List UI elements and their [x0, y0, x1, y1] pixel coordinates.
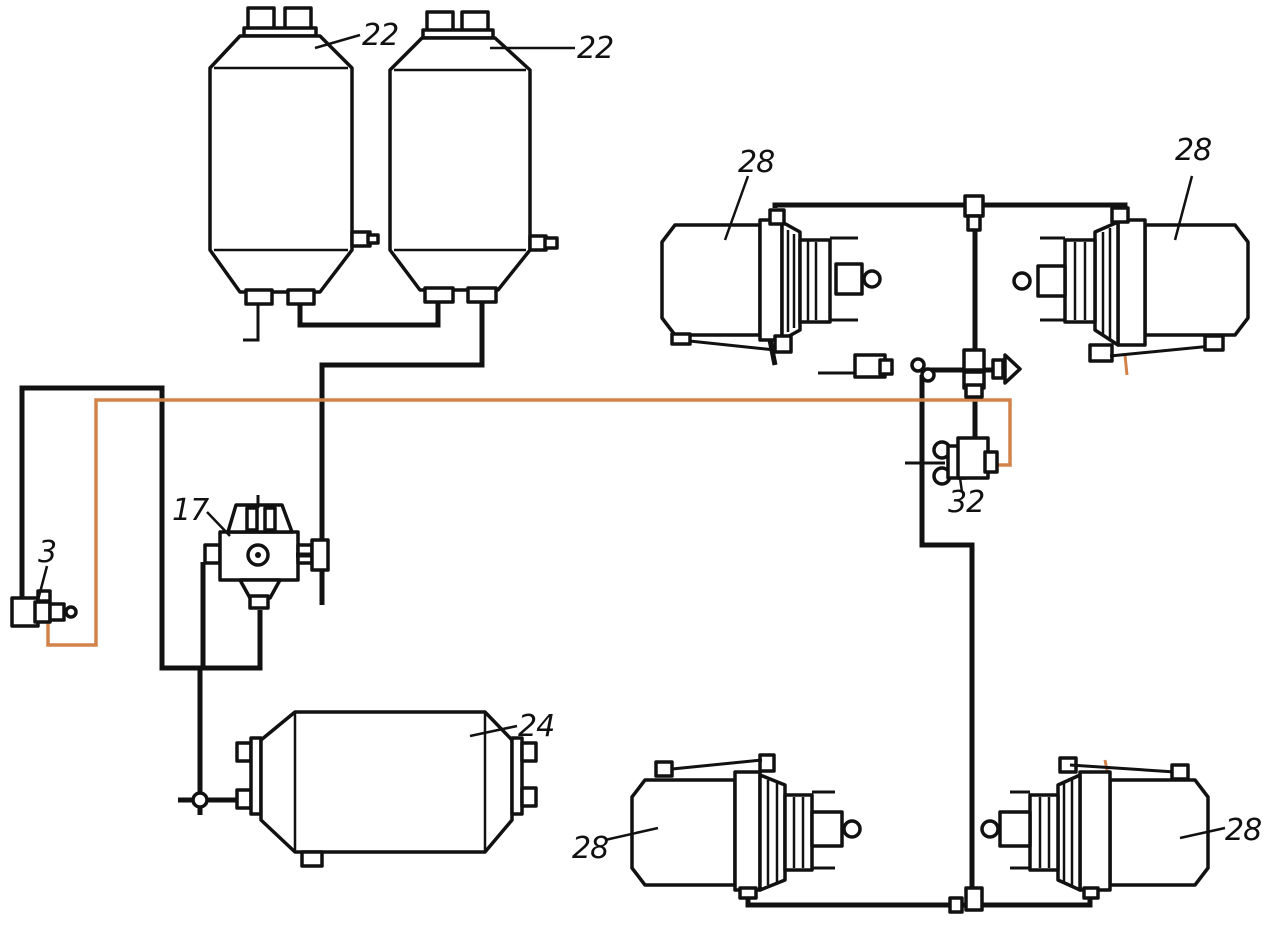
receiver-link-pipe [297, 300, 441, 328]
label-receiver-24: 24 [518, 709, 554, 744]
fittings-top [853, 194, 1022, 914]
feed-pipe [319, 300, 485, 605]
air-receiver-right [388, 10, 559, 304]
leader-lines [36, 33, 1226, 842]
valve-3 [10, 589, 78, 628]
air-receiver-24 [178, 710, 538, 868]
brake-chamber-top-right [1012, 206, 1250, 363]
label-chamber-bottom-right: 28 [1225, 813, 1261, 848]
brake-valve-17 [203, 495, 330, 610]
label-chamber-top-right: 28 [1175, 133, 1211, 168]
valve-32 [932, 436, 999, 486]
control-line [46, 398, 1012, 647]
control-stub-tr [1123, 354, 1129, 376]
brake-chamber-bottom-right [980, 756, 1210, 900]
label-receiver-right: 22 [577, 31, 613, 66]
valve3-supply-pipe [19, 385, 263, 671]
air-receiver-left [208, 6, 380, 342]
brake-chamber-top-left [660, 208, 882, 354]
label-valve-17: 17 [172, 493, 209, 528]
rear-down-pipe [919, 375, 975, 895]
label-receiver-left: 22 [362, 18, 398, 53]
chamber-drain-tl [767, 339, 778, 366]
label-chamber-top-left: 28 [738, 145, 774, 180]
label-valve-3: 3 [38, 535, 56, 570]
bottom-chamber-pipe [745, 888, 1093, 908]
top-chamber-pipe [772, 202, 1128, 212]
label-chamber-bottom-left: 28 [572, 831, 608, 866]
label-valve-32: 32 [948, 485, 984, 520]
brake-chamber-bottom-left [630, 753, 862, 900]
